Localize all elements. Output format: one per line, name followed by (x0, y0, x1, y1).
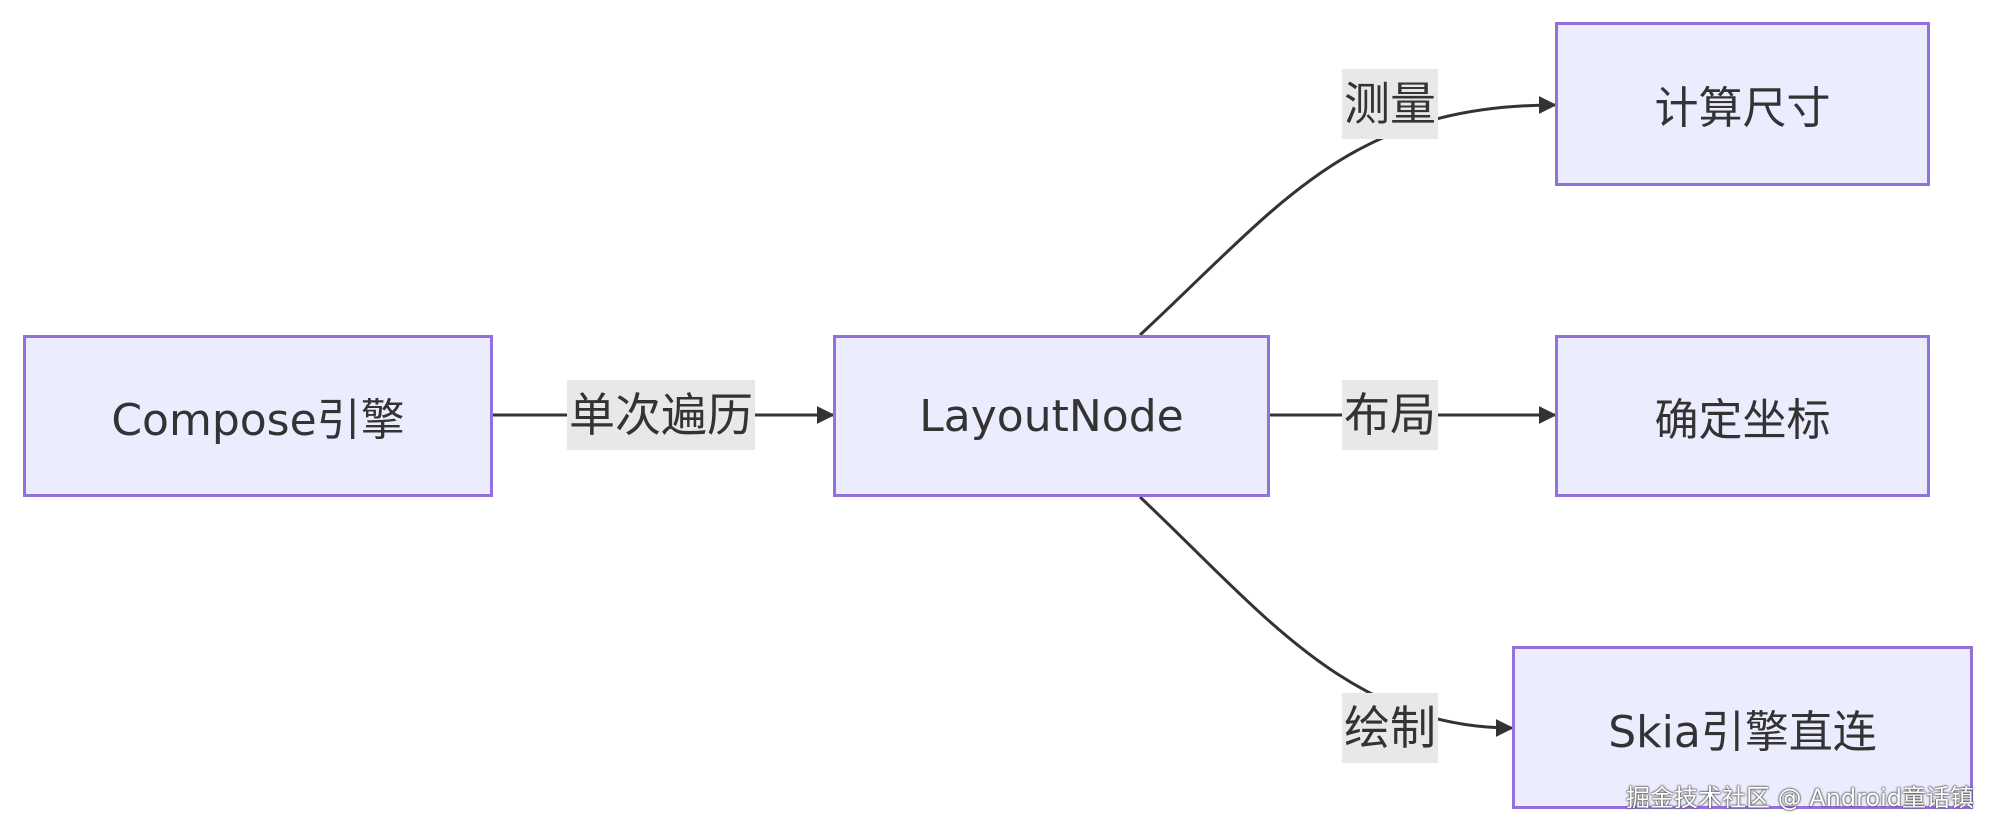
watermark-text: 掘金技术社区 @ Android童话镇 (1625, 784, 1974, 812)
edge-label-draw: 绘制 (1342, 693, 1438, 763)
edge-label-measure: 测量 (1342, 69, 1438, 139)
node-compose-engine-label: Compose引擎 (111, 395, 405, 446)
node-layoutnode: LayoutNode (833, 335, 1270, 497)
node-compose-engine: Compose引擎 (23, 335, 493, 497)
node-layout-result: 确定坐标 (1555, 335, 1930, 497)
node-layoutnode-label: LayoutNode (919, 390, 1184, 442)
node-layout-result-label: 确定坐标 (1654, 395, 1831, 446)
edge-label-layout: 布局 (1342, 380, 1438, 450)
edge-label-single-pass: 单次遍历 (567, 380, 755, 450)
edge-layoutnode-to-draw (1138, 495, 1514, 737)
node-draw-result-label: Skia引擎直连 (1608, 706, 1877, 758)
node-measure-result: 计算尺寸 (1555, 22, 1930, 186)
node-measure-result-label: 计算尺寸 (1654, 83, 1831, 134)
edge-layoutnode-to-measure (1138, 96, 1557, 337)
node-draw-result: Skia引擎直连 (1512, 646, 1973, 809)
